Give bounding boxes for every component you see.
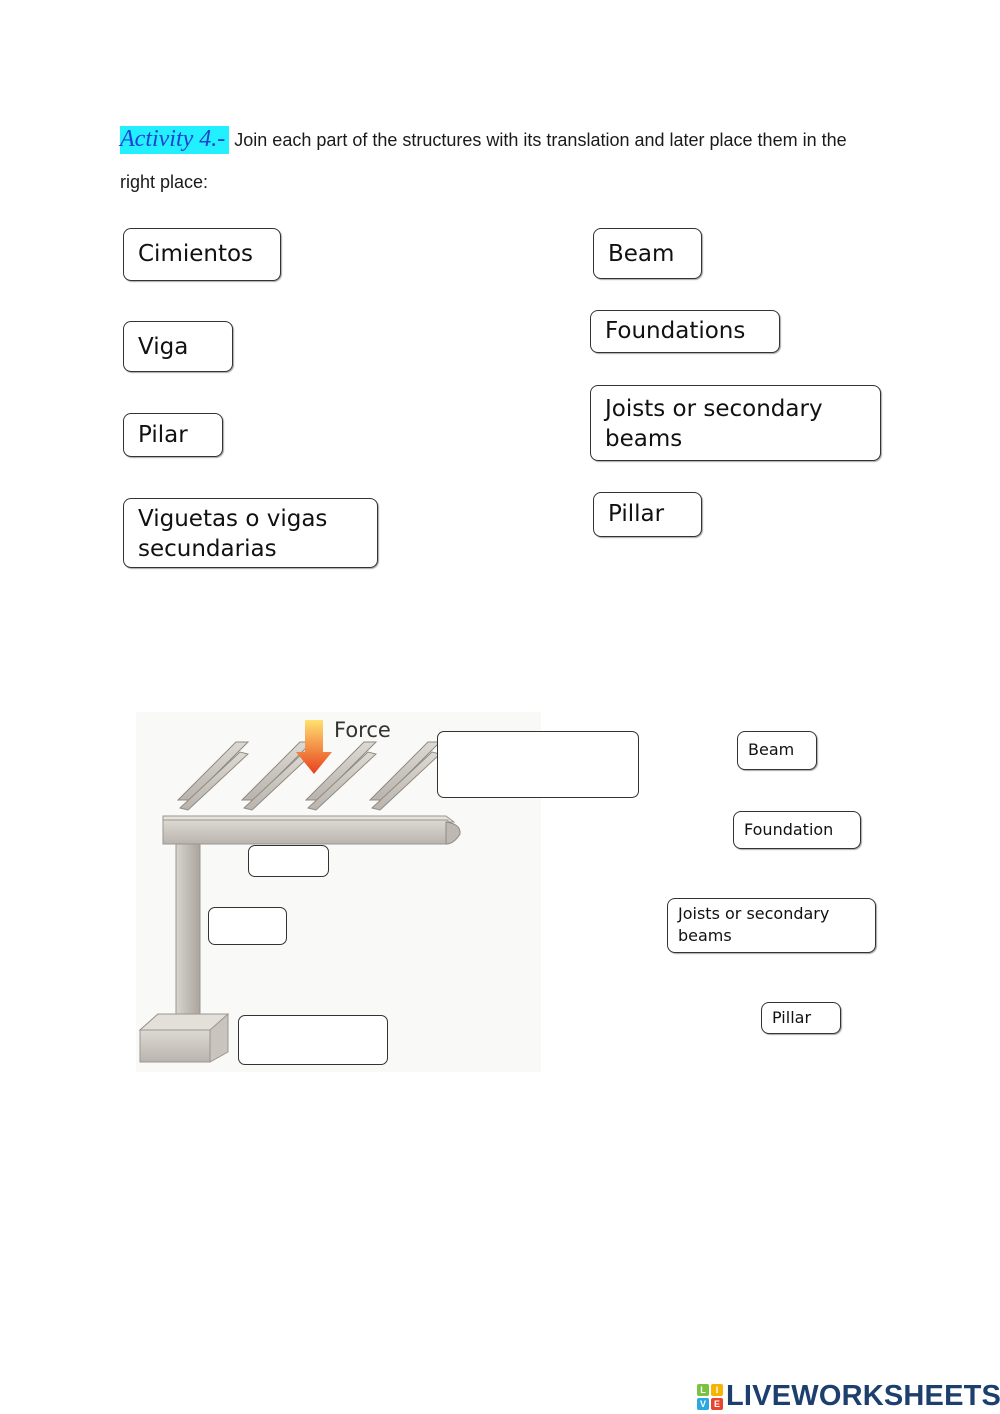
card-label: Pilar xyxy=(138,422,188,448)
logo-letter: L xyxy=(697,1383,709,1396)
match-card-foundations[interactable]: Foundations xyxy=(590,310,780,353)
structure-illustration xyxy=(138,720,461,1063)
match-card-beam[interactable]: Beam xyxy=(593,228,702,279)
card-label: Foundation xyxy=(744,820,834,839)
match-card-viga[interactable]: Viga xyxy=(123,321,233,372)
draggable-joists[interactable]: Joists or secondary beams xyxy=(667,898,876,953)
match-card-joists[interactable]: Joists or secondary beams xyxy=(590,385,881,461)
logo-letter: V xyxy=(697,1397,709,1410)
brand-name: LIVEWORKSHEETS xyxy=(726,1380,1000,1412)
force-label: Force xyxy=(334,718,391,742)
liveworksheets-logo[interactable]: L I V E LIVEWORKSHEETS xyxy=(697,1380,1000,1413)
drop-zone-pillar[interactable] xyxy=(208,907,287,945)
card-label: Foundations xyxy=(605,318,746,344)
force-arrow-icon xyxy=(296,720,332,774)
drop-zone-foundation[interactable] xyxy=(238,1015,388,1065)
card-label: Joists or secondary beams xyxy=(605,396,823,452)
draggable-foundation[interactable]: Foundation xyxy=(733,811,861,849)
card-label: Pillar xyxy=(772,1008,812,1027)
match-card-pilar[interactable]: Pilar xyxy=(123,413,223,457)
drop-zone-joists[interactable] xyxy=(437,731,639,798)
card-label: Viga xyxy=(138,334,189,360)
card-label: Beam xyxy=(748,740,795,759)
instructions: Activity 4.- Join each part of the struc… xyxy=(120,118,880,203)
instructions-text: Join each part of the structures with it… xyxy=(120,130,847,192)
card-label: Joists or secondary beams xyxy=(678,904,830,945)
activity-label: Activity 4.- xyxy=(120,126,230,154)
draggable-beam[interactable]: Beam xyxy=(737,731,817,770)
card-label: Viguetas o vigas secundarias xyxy=(138,506,328,562)
logo-letter: E xyxy=(711,1397,723,1410)
drop-zone-beam[interactable] xyxy=(248,845,329,877)
card-label: Pillar xyxy=(608,501,665,527)
live-blocks-icon: L I V E xyxy=(697,1383,723,1410)
card-label: Cimientos xyxy=(138,241,254,267)
draggable-pillar[interactable]: Pillar xyxy=(761,1002,841,1034)
logo-letter: I xyxy=(711,1383,723,1396)
card-label: Beam xyxy=(608,241,675,267)
match-card-pillar[interactable]: Pillar xyxy=(593,492,702,537)
match-card-viguetas[interactable]: Viguetas o vigas secundarias xyxy=(123,498,378,568)
match-card-cimientos[interactable]: Cimientos xyxy=(123,228,281,281)
